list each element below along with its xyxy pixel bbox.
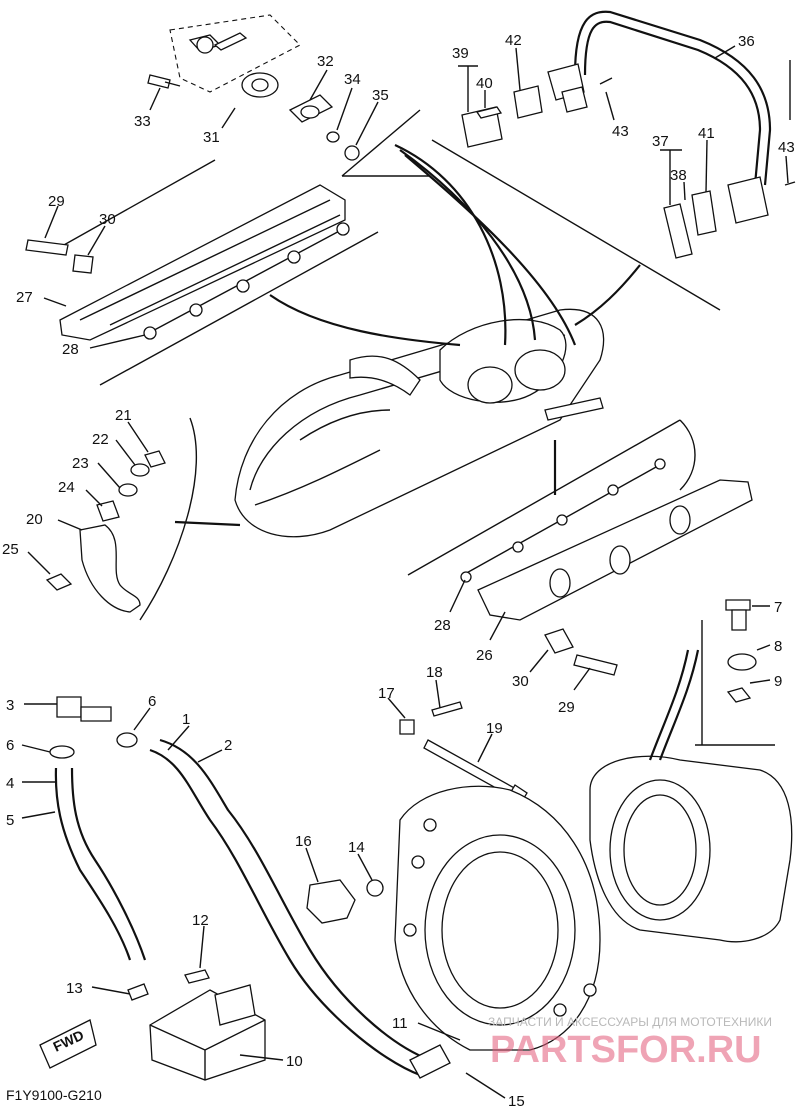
- callout-43-top: 43: [612, 123, 629, 140]
- hose-group: [49, 696, 451, 1079]
- callout-8: 8: [774, 638, 782, 655]
- callout-7: 7: [774, 599, 782, 616]
- callout-17: 17: [378, 685, 395, 702]
- callout-5: 5: [6, 812, 14, 829]
- plug-group-7-9: [695, 599, 775, 746]
- callout-32: 32: [317, 53, 334, 70]
- callout-18: 18: [426, 664, 443, 681]
- callout-23: 23: [72, 455, 89, 472]
- rear-handle-group: [45, 450, 166, 613]
- callout-36: 36: [738, 33, 755, 50]
- callout-19: 19: [486, 720, 503, 737]
- callout-34: 34: [344, 71, 361, 88]
- grab-handle-group: [461, 10, 796, 259]
- frame-top-center: [341, 109, 430, 177]
- callout-28-right: 28: [434, 617, 451, 634]
- callout-12: 12: [192, 912, 209, 929]
- callout-20: 20: [26, 511, 43, 528]
- callouts: 1 2 3 4 5 6 6 7 8 9 10 11 12 13 14 15 16…: [2, 32, 795, 1107]
- callout-24: 24: [58, 479, 75, 496]
- callout-13: 13: [66, 980, 83, 997]
- callout-16: 16: [295, 833, 312, 850]
- callout-25: 25: [2, 541, 19, 558]
- callout-14: 14: [348, 839, 365, 856]
- callout-27: 27: [16, 289, 33, 306]
- callout-31: 31: [203, 129, 220, 146]
- callout-35: 35: [372, 87, 389, 104]
- callout-6-left: 6: [6, 737, 14, 754]
- callout-11: 11: [392, 1015, 408, 1032]
- frame-left-rail-top: [54, 159, 216, 251]
- callout-6-right: 6: [148, 693, 156, 710]
- callout-22: 22: [92, 431, 109, 448]
- figure-code: F1Y9100-G210: [6, 1087, 102, 1103]
- leader-arrows: [174, 144, 641, 527]
- callout-10: 10: [286, 1053, 303, 1070]
- callout-15: 15: [508, 1093, 525, 1107]
- watermark-logo: PARTSFOR.RU: [490, 1029, 762, 1071]
- callout-38: 38: [670, 167, 687, 184]
- drain-plug-group: [147, 14, 360, 161]
- callout-29-left: 29: [48, 193, 65, 210]
- engine-mount-plate: [394, 785, 601, 1051]
- jet-pump-housing: [589, 649, 793, 943]
- callout-40: 40: [476, 75, 493, 92]
- callout-21: 21: [115, 407, 132, 424]
- callout-41: 41: [698, 125, 715, 142]
- callout-9: 9: [774, 673, 782, 690]
- callout-1: 1: [182, 711, 190, 728]
- callout-42: 42: [505, 32, 522, 49]
- frame-left-rail: [99, 231, 379, 386]
- callout-37: 37: [652, 133, 669, 150]
- callout-3: 3: [6, 697, 14, 714]
- watermark-subtitle: ЗАПЧАСТИ И АКСЕССУАРЫ ДЛЯ МОТОТЕХНИКИ: [488, 1015, 772, 1029]
- callout-39: 39: [452, 45, 469, 62]
- callout-30-left: 30: [99, 211, 116, 228]
- right-sponson-rail: [460, 458, 753, 676]
- callout-30-right: 30: [512, 673, 529, 690]
- frame-right-rail: [407, 419, 696, 576]
- callout-2: 2: [224, 737, 232, 754]
- left-sponson-rail: [25, 184, 350, 341]
- callout-33: 33: [134, 113, 151, 130]
- callout-4: 4: [6, 775, 14, 792]
- callout-29-right: 29: [558, 699, 575, 716]
- control-box-group: [39, 969, 266, 1081]
- watercraft-hull: [234, 308, 605, 538]
- callout-26: 26: [476, 647, 493, 664]
- callout-43-right: 43: [778, 139, 795, 156]
- frame-top-right: [431, 60, 791, 311]
- callout-28-left: 28: [62, 341, 79, 358]
- frame-handle-group: [139, 417, 198, 621]
